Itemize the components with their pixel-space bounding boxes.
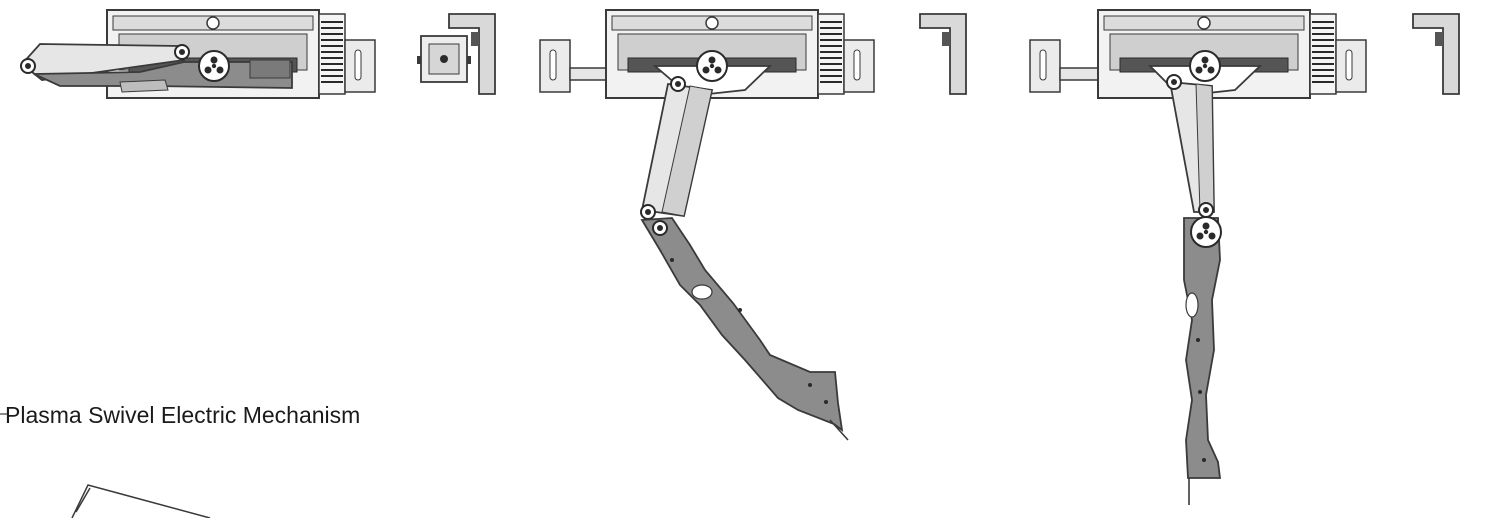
- wall-bracket: [919, 13, 967, 95]
- rotary-hub: [696, 50, 728, 82]
- mechanism-caption: Plasma Swivel Electric Mechanism: [5, 402, 361, 428]
- mounting-plate: [417, 35, 471, 83]
- view-retracted: [20, 9, 496, 99]
- left-bracket: [539, 39, 571, 93]
- lower-plate: [1183, 217, 1222, 479]
- view-swiveled-angle: [539, 9, 967, 441]
- rotary-hub: [1189, 50, 1221, 82]
- wall-bracket: [1412, 13, 1460, 95]
- lower-plate: [640, 217, 844, 433]
- perspective-sketch: [71, 484, 211, 518]
- rotary-hub: [198, 50, 230, 82]
- view-swiveled-vertical: [1029, 9, 1460, 505]
- left-bracket: [1029, 39, 1061, 93]
